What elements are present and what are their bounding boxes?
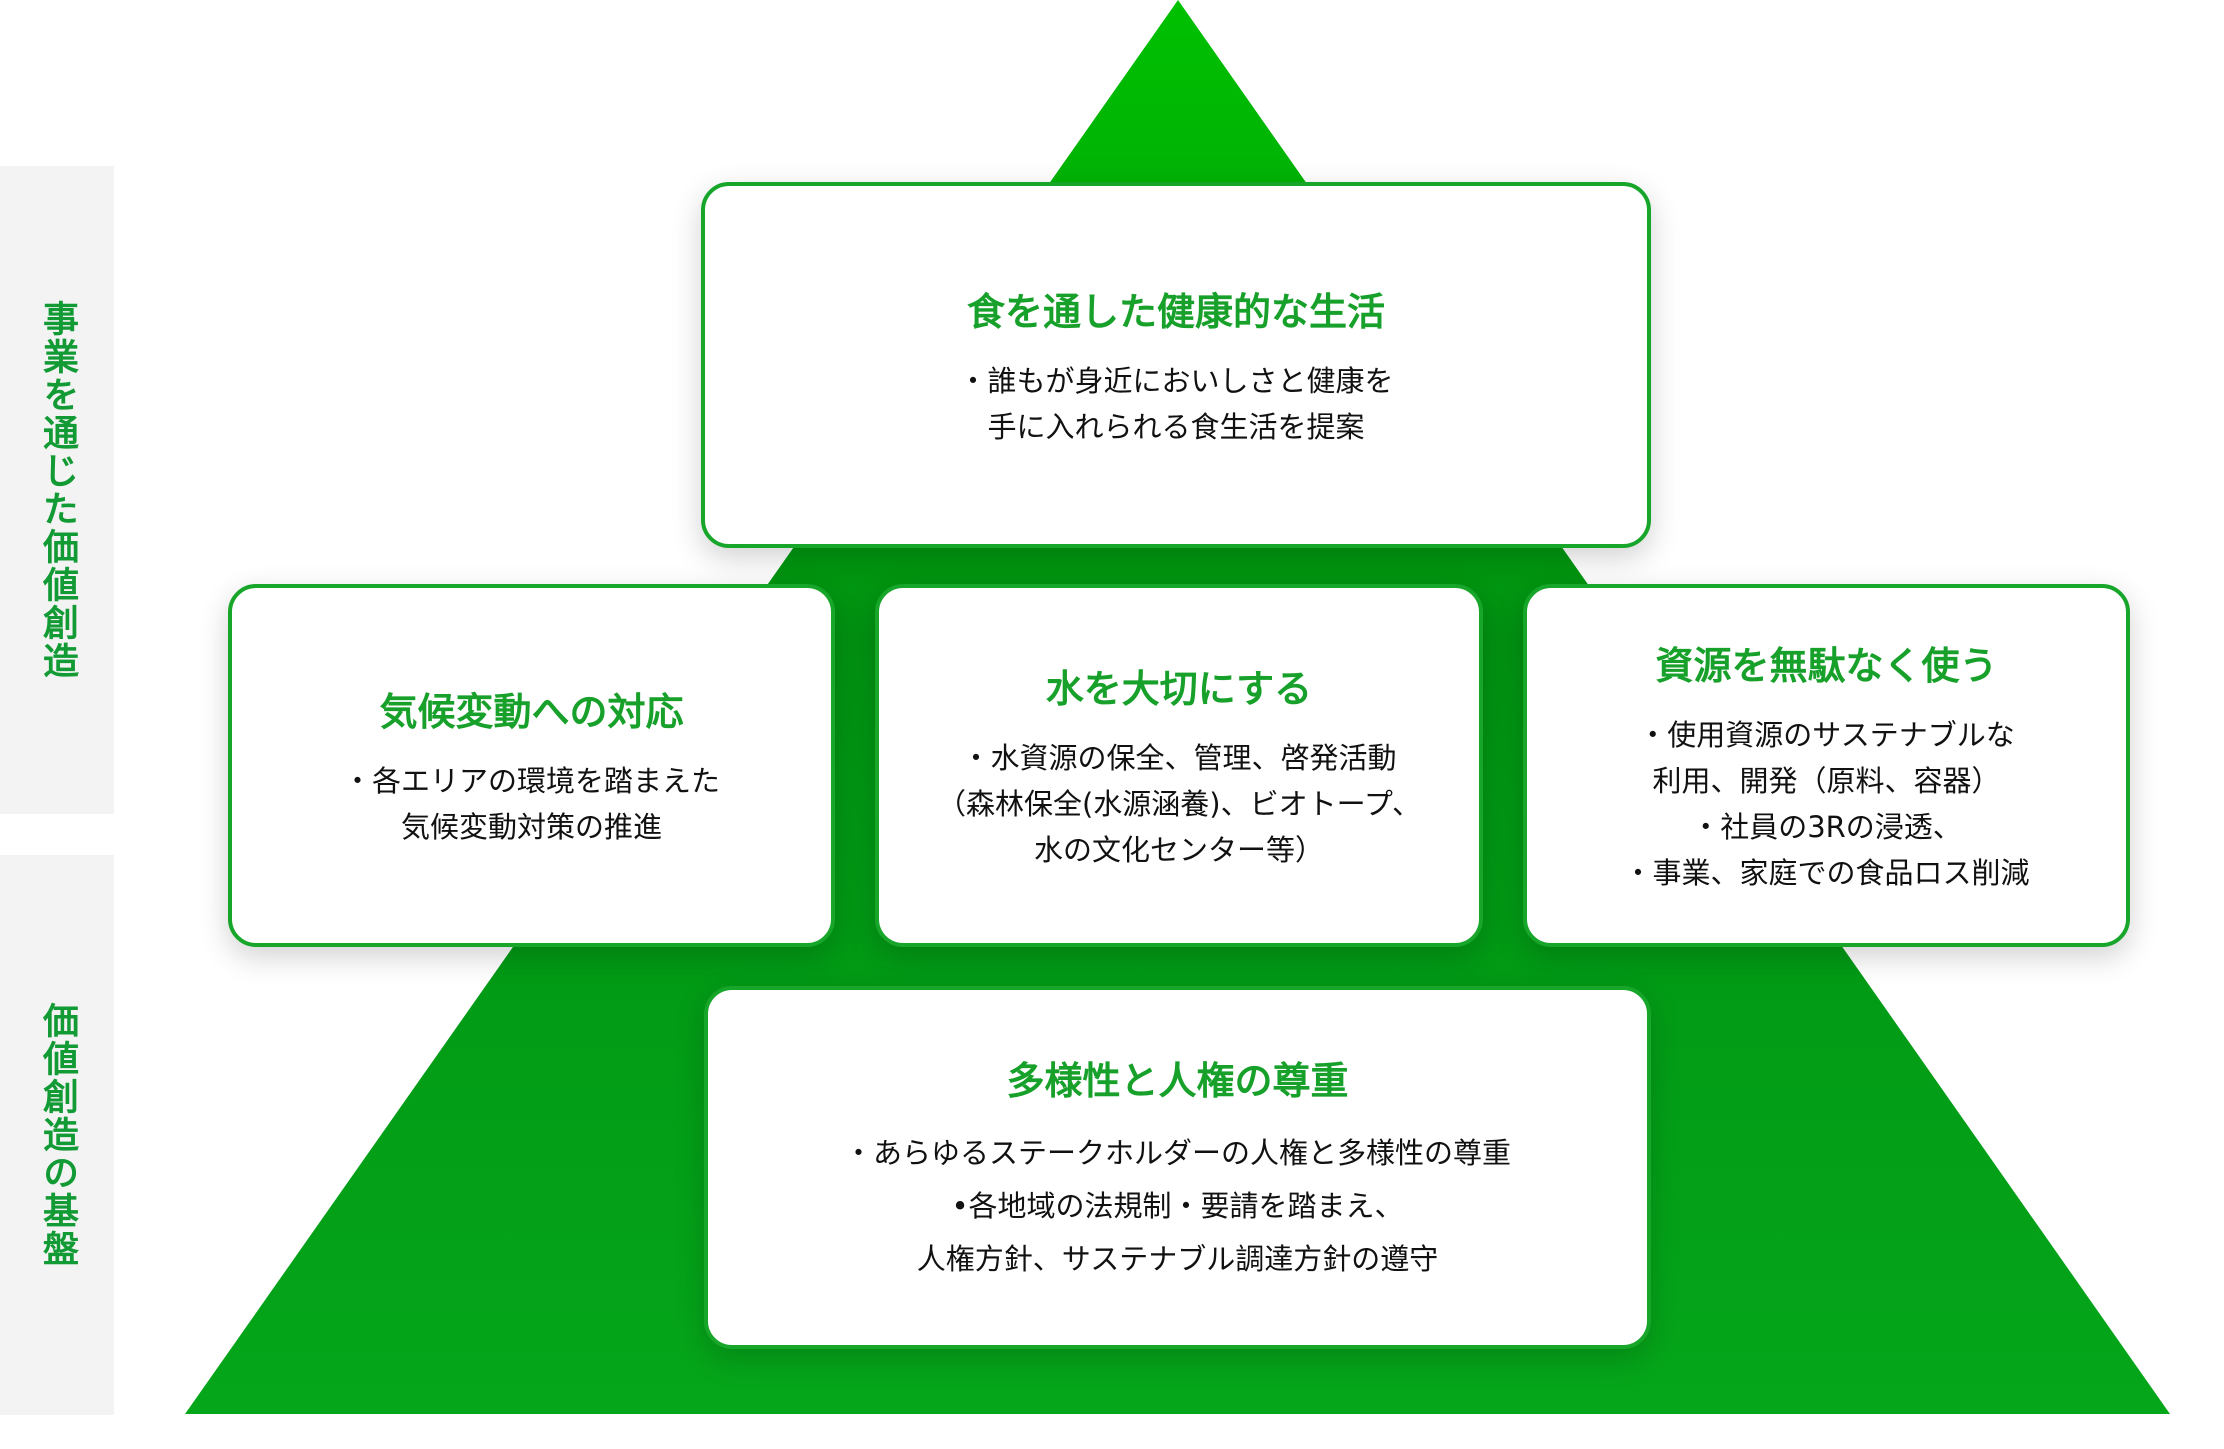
card-line: （森林保全(水源涵養)、ビオトープ、 bbox=[936, 787, 1422, 821]
side-label-text: 事業を通じた価値創造 bbox=[37, 300, 78, 680]
card-line: 利用、開発（原料、容器） bbox=[1652, 764, 2001, 798]
side-label-text: 価値創造の基盤 bbox=[37, 1002, 78, 1268]
side-label-foundation: 価値創造の基盤 bbox=[0, 855, 114, 1415]
card-water: 水を大切にする ・水資源の保全、管理、啓発活動 （森林保全(水源涵養)、ビオトープ… bbox=[875, 584, 1483, 947]
card-healthy-living: 食を通した健康的な生活 ・誰もが身近においしさと健康を手に入れられる食生活を提案 bbox=[701, 182, 1651, 548]
card-line: ・事業、家庭での食品ロス削減 bbox=[1623, 856, 2030, 890]
card-line: ・誰もが身近においしさと健康を bbox=[958, 363, 1394, 398]
card-climate: 気候変動への対応 ・各エリアの環境を踏まえた気候変動対策の推進 bbox=[228, 584, 835, 947]
card-title: 水を大切にする bbox=[1045, 667, 1313, 711]
card-resources: 資源を無駄なく使う ・使用資源のサステナブルな利用、開発（原料、容器） ・社員の3… bbox=[1523, 584, 2130, 947]
card-line: ・あらゆるステークホルダーの人権と多様性の尊重 bbox=[843, 1135, 1511, 1170]
card-line: 人権方針、サステナブル調達方針の遵守 bbox=[916, 1241, 1439, 1276]
card-line: 手に入れられる食生活を提案 bbox=[987, 409, 1365, 444]
card-line: ・社員の3Rの浸透、 bbox=[1691, 810, 1962, 844]
card-line: •各地域の法規制・要請を踏まえ、 bbox=[951, 1188, 1404, 1223]
side-label-value-creation: 事業を通じた価値創造 bbox=[0, 166, 114, 814]
card-line: ・使用資源のサステナブルな bbox=[1638, 718, 2015, 752]
card-diversity-human-rights: 多様性と人権の尊重 ・あらゆるステークホルダーの人権と多様性の尊重 •各地域の法規… bbox=[704, 986, 1651, 1349]
card-title: 気候変動への対応 bbox=[379, 690, 684, 734]
card-line: ・水資源の保全、管理、啓発活動 bbox=[961, 741, 1397, 775]
card-title: 食を通した健康的な生活 bbox=[966, 289, 1385, 334]
card-line: ・各エリアの環境を踏まえた bbox=[342, 764, 720, 798]
card-line: 水の文化センター等） bbox=[1033, 833, 1324, 867]
card-title: 資源を無駄なく使う bbox=[1655, 644, 1998, 688]
card-title: 多様性と人権の尊重 bbox=[1006, 1058, 1349, 1103]
card-line: 気候変動対策の推進 bbox=[400, 810, 662, 844]
